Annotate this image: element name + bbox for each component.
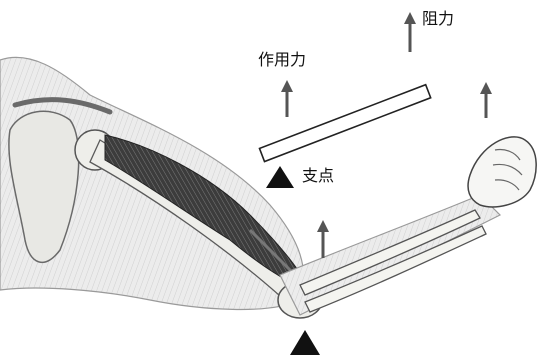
effort-arrow-icon xyxy=(281,80,293,117)
fulcrum-label: 支点 xyxy=(302,168,334,184)
hand-fist xyxy=(468,137,536,207)
effort-label: 作用力 xyxy=(258,52,306,68)
resistance-label: 阻力 xyxy=(422,11,454,27)
hand-load-arrow-icon xyxy=(480,82,492,118)
resistance-arrow-icon xyxy=(404,12,416,52)
fulcrum-triangle-icon xyxy=(266,166,294,188)
lever-bar xyxy=(259,85,430,162)
muscle-pull-arrow-icon xyxy=(317,220,329,258)
elbow-fulcrum-triangle-icon xyxy=(290,330,320,355)
radius-bone xyxy=(300,210,480,295)
